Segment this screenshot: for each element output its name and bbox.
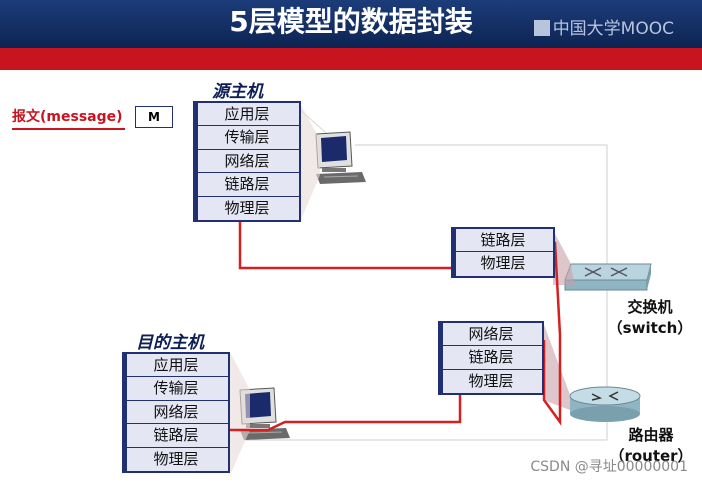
router-label-cn: 路由器	[628, 426, 674, 444]
router-stack: 网络层 链路层 物理层	[438, 321, 544, 396]
brand-logo: 中国大学MOOC	[533, 14, 674, 39]
link-line	[245, 144, 608, 441]
layer-link: 链路层	[195, 173, 299, 197]
source-host-stack: 应用层 传输层 网络层 链路层 物理层	[193, 101, 301, 222]
layer-physical: 物理层	[224, 198, 270, 217]
source-host-title: 源主机	[212, 82, 263, 102]
dest-host-stack: 应用层 传输层 网络层 链路层 物理层	[122, 352, 230, 473]
dest-host-title: 目的主机	[136, 333, 204, 353]
stack-shadow	[553, 230, 575, 285]
layer-network: 网络层	[440, 323, 542, 347]
layer-application: 应用层	[124, 354, 228, 378]
message-box: M	[135, 106, 173, 128]
mooc-logo-icon	[533, 20, 550, 36]
switch-label-cn: 交换机	[627, 298, 673, 316]
switch-icon	[564, 263, 652, 291]
layer-link: 链路层	[440, 346, 542, 370]
layer-transport: 传输层	[195, 126, 299, 150]
computer-icon	[315, 131, 366, 184]
message-label: 报文(message)	[12, 109, 123, 125]
layer-network: 网络层	[195, 150, 299, 174]
red-stripe	[0, 48, 702, 70]
layer-network: 网络层	[124, 401, 228, 425]
layer-link: 链路层	[453, 229, 553, 253]
switch-stack: 链路层 物理层	[451, 227, 555, 278]
watermark: CSDN @寻址00000001	[530, 459, 688, 475]
layer-physical: 物理层	[480, 254, 526, 273]
router-label-en: （router）	[609, 447, 693, 465]
switch-label: 交换机 （switch）	[600, 296, 700, 338]
page-title: 5层模型的数据封装	[229, 5, 473, 38]
layer-physical: 物理层	[153, 449, 199, 468]
switch-label-en: （switch）	[607, 319, 693, 337]
layer-application: 应用层	[195, 103, 299, 127]
router-icon	[569, 386, 641, 422]
brand-text: 中国大学MOOC	[552, 19, 674, 39]
layer-physical: 物理层	[468, 371, 514, 390]
stack-shadow	[543, 322, 570, 410]
title-bar	[0, 0, 702, 48]
stack-shadow	[300, 103, 320, 222]
stack-shadow	[230, 352, 250, 475]
layer-transport: 传输层	[124, 377, 228, 401]
layer-link: 链路层	[124, 424, 228, 448]
router-label: 路由器 （router）	[606, 424, 696, 466]
